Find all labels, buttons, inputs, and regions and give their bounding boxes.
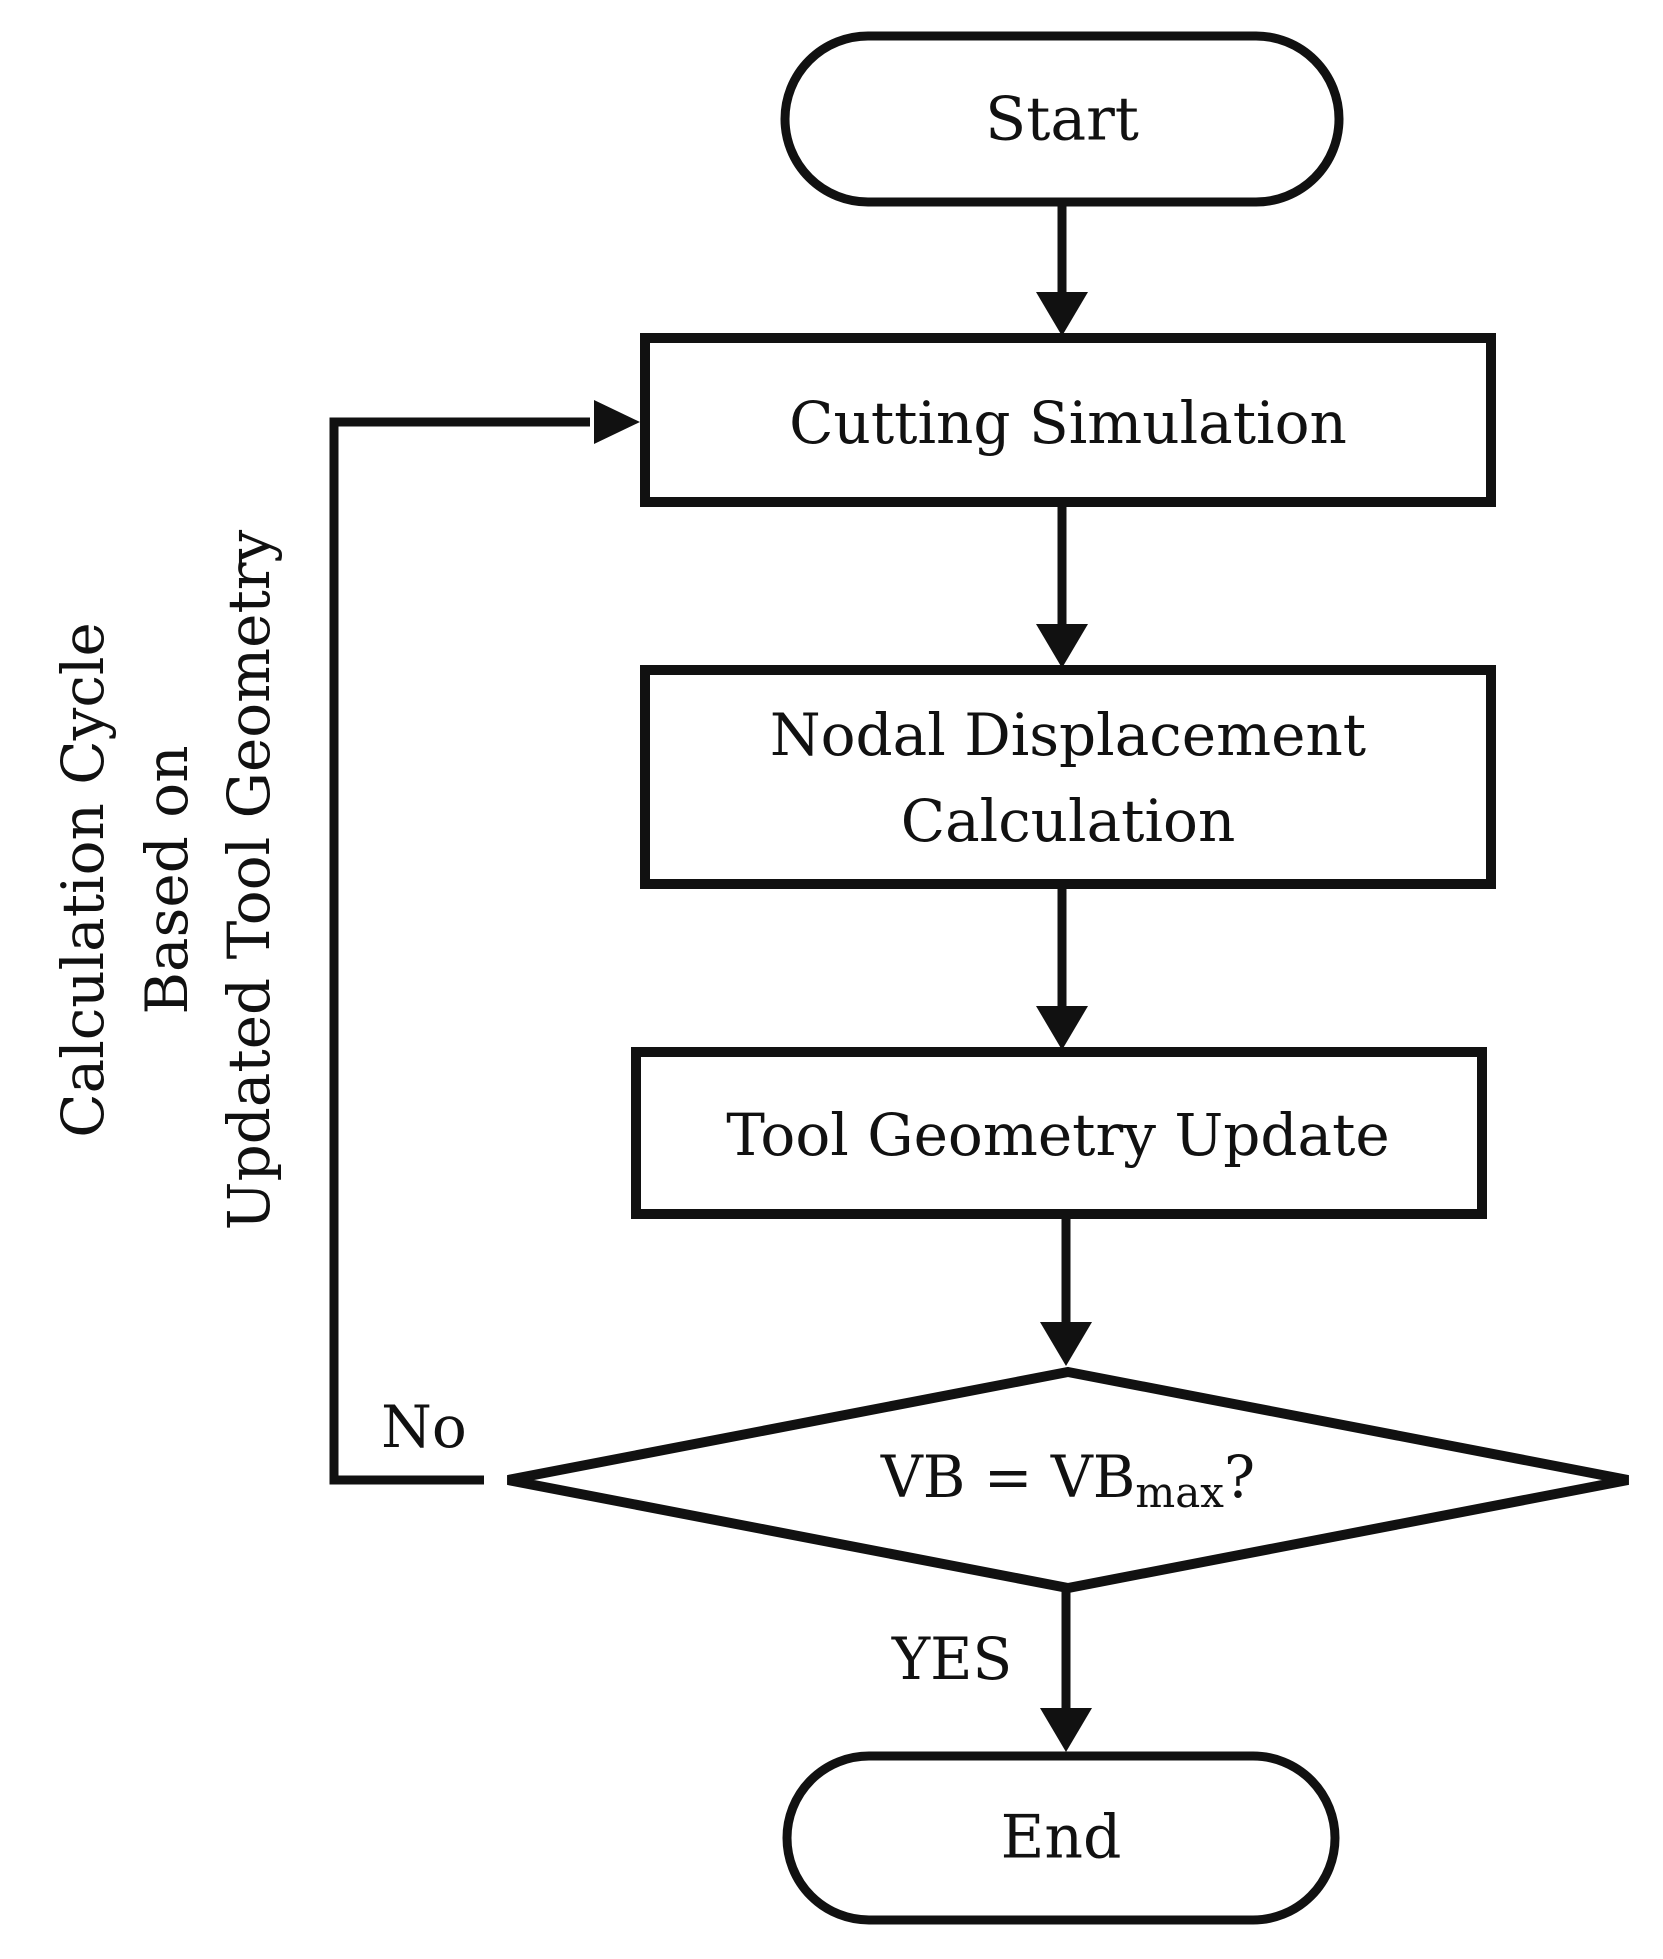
cutting-simulation-node: Cutting Simulation — [640, 333, 1496, 507]
end-terminator-shape — [782, 1751, 1340, 1925]
arrow-cutting-to-nodal — [1036, 504, 1088, 668]
arrow-start-to-cutting — [1036, 202, 1088, 336]
tool-geometry-update-box — [631, 1047, 1487, 1219]
end-label: End — [1001, 1803, 1122, 1873]
decision-node: VB = VBmax? — [507, 1366, 1629, 1594]
tool-geometry-update-node: Tool Geometry Update — [631, 1047, 1487, 1219]
loop-description: Calculation Cycle Based on Updated Tool … — [49, 529, 283, 1230]
loop-line — [329, 417, 590, 1485]
no-label: No — [381, 1393, 467, 1461]
arrowhead — [1040, 1708, 1092, 1752]
tool-geometry-update-label: Tool Geometry Update — [726, 1101, 1390, 1169]
decision-suffix: ? — [1224, 1443, 1255, 1511]
arrow-tool-to-decision — [1040, 1216, 1092, 1366]
loop-description-line3: Updated Tool Geometry — [215, 529, 283, 1230]
loop-description-line1: Calculation Cycle — [49, 622, 117, 1138]
arrowhead — [1036, 624, 1088, 668]
decision-main: VB = VB — [880, 1443, 1136, 1511]
loop-description-line2: Based on — [133, 745, 201, 1014]
arrowhead — [1040, 1322, 1092, 1366]
nodal-displacement-box — [640, 665, 1496, 889]
nodal-displacement-node: Nodal Displacement Calculation — [640, 665, 1496, 889]
loop-back-connector — [329, 400, 640, 1485]
cutting-simulation-box — [640, 333, 1496, 507]
start-node: Start — [780, 31, 1344, 207]
decision-label: VB = VBmax? — [880, 1443, 1255, 1517]
yes-label: YES — [891, 1625, 1012, 1693]
arrowhead — [1036, 292, 1088, 336]
end-node: End — [782, 1751, 1340, 1925]
arrow-decision-to-end — [1040, 1588, 1092, 1752]
arrowhead — [1036, 1006, 1088, 1050]
arrowhead — [594, 400, 640, 444]
nodal-displacement-label-line2: Calculation — [901, 787, 1236, 855]
cutting-simulation-label: Cutting Simulation — [789, 389, 1347, 457]
start-label: Start — [985, 85, 1139, 155]
decision-subscript: max — [1135, 1468, 1224, 1517]
arrow-nodal-to-tool — [1036, 886, 1088, 1050]
nodal-displacement-label-line1: Nodal Displacement — [770, 701, 1366, 769]
